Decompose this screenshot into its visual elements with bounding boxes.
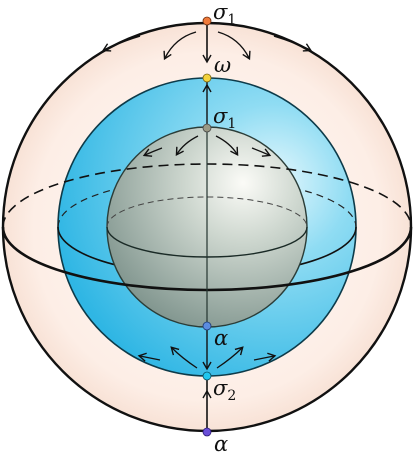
flow-arrow-outer-left [101, 35, 141, 52]
flow-arrow-inner-far-right [251, 147, 272, 157]
label-alpha-inner: α [214, 326, 228, 350]
label-omega: ω [214, 53, 231, 77]
point-sigma1-outer [202, 16, 212, 26]
flow-arrow-top-left [163, 31, 197, 61]
flow-arrow-sigma2-right [216, 346, 244, 369]
flow-arrow-top-right [217, 31, 251, 61]
point-alpha-inner [202, 321, 212, 331]
label-alpha-bottom: α [214, 432, 228, 455]
flow-arrow-inner-left [175, 135, 199, 157]
flow-arrow-sigma2-far-left [137, 352, 161, 362]
label-sigma1-inner: σ1 [213, 104, 236, 132]
flow-arrow-sigma2-left [170, 346, 198, 369]
point-omega [202, 73, 212, 83]
middle-equator-back [57, 178, 357, 228]
flow-arrow-inner-far-left [142, 147, 163, 157]
point-sigma2 [202, 371, 212, 381]
inner-equator-back [106, 196, 308, 228]
point-sigma1-inner [202, 123, 212, 133]
flow-arrow-sigma2-far-right [253, 352, 277, 362]
label-sigma1-outer: σ1 [213, 0, 236, 28]
label-sigma2: σ2 [213, 376, 236, 404]
flow-arrow-inner-right [215, 135, 239, 157]
flow-arrow-outer-right [273, 35, 313, 52]
point-alpha-bottom [202, 427, 212, 437]
